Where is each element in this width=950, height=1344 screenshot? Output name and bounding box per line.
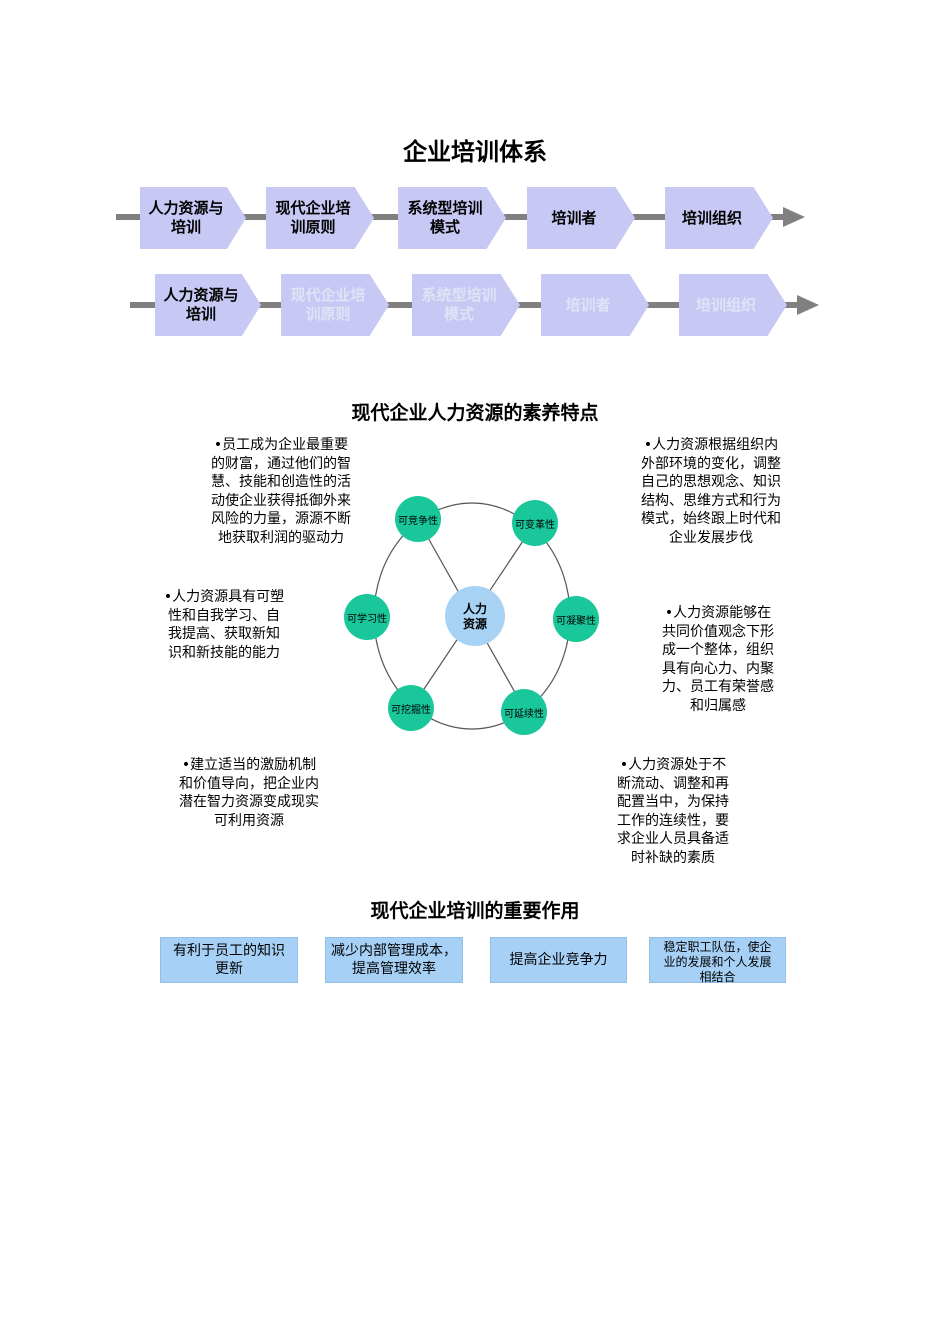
importance-box-competitiveness: 提高企业竞争力 <box>490 937 627 983</box>
node-exploitability: 可挖掘性 <box>388 685 434 731</box>
node-learnability: 可学习性 <box>344 594 390 640</box>
flow-step-hr-training-active[interactable]: 人力资源与 培训 <box>155 274 261 336</box>
flow-step-organization[interactable]: 培训组织 <box>665 187 773 249</box>
note-top-left: •员工成为企业最重要 的财富，通过他们的智 慧、技能和创造性的活 动使企业获得抵… <box>211 437 351 546</box>
flow-step-principles-dim[interactable]: 现代企业培 训原则 <box>281 274 389 336</box>
importance-box-cost: 减少内部管理成本， 提高管理效率 <box>325 937 463 983</box>
importance-box-knowledge: 有利于员工的知识 更新 <box>160 937 298 983</box>
page-title: 企业培训体系 <box>403 138 547 166</box>
importance-box-stability: 稳定职工队伍，使企 业的发展和个人发展 相结合 <box>649 937 786 984</box>
flow-step-principles[interactable]: 现代企业培 训原则 <box>266 187 374 249</box>
node-competitiveness: 可竞争性 <box>395 496 441 542</box>
flow-step-hr-training[interactable]: 人力资源与 培训 <box>140 187 246 249</box>
node-adaptability: 可变革性 <box>512 500 558 546</box>
note-mid-left: •人力资源具有可塑 性和自我学习、自 我提高、获取新知 识和新技能的能力 <box>163 589 285 661</box>
diagram-center-label: 人力 资源 <box>462 602 487 631</box>
note-bottom-left: •建立适当的激励机制 和价值导向，把企业内 潜在智力资源变成现实 可利用资源 <box>179 757 319 829</box>
section-title-quality: 现代企业人力资源的素养特点 <box>351 402 599 424</box>
section-title-importance: 现代企业培训的重要作用 <box>370 900 580 922</box>
flow-step-system-model-dim[interactable]: 系统型培训 模式 <box>412 274 520 336</box>
flow-arrowhead-row1 <box>783 207 805 227</box>
flow-step-system-model[interactable]: 系统型培训 模式 <box>398 187 506 249</box>
node-cohesion: 可凝聚性 <box>553 596 599 642</box>
note-bottom-right: •人力资源处于不 断流动、调整和再 配置当中，为保持 工作的连续性，要 求企业人… <box>617 757 729 866</box>
flow-step-organization-dim[interactable]: 培训组织 <box>679 274 787 336</box>
diagram-center <box>445 586 505 646</box>
note-mid-right: •人力资源能够在 共同价值观念下形 成一个整体，组织 具有向心力、内聚 力、员工… <box>662 605 774 714</box>
flow-arrowhead-row2 <box>797 295 819 315</box>
flow-step-trainer-dim[interactable]: 培训者 <box>541 274 649 336</box>
note-top-right: •人力资源根据组织内 外部环境的变化，调整 自己的思想观念、知识 结构、思维方式… <box>641 437 781 546</box>
flow-step-trainer[interactable]: 培训者 <box>527 187 635 249</box>
node-continuity: 可延续性 <box>501 689 547 735</box>
